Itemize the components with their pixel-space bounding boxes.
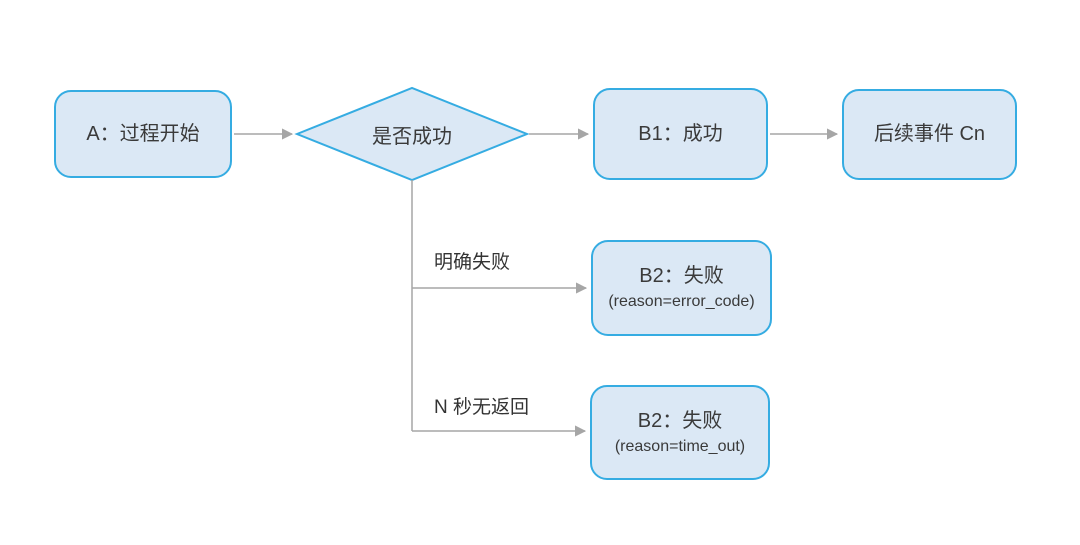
edge-label-timeout: N 秒无返回 [434, 397, 530, 418]
edge-label-explicit-failure: 明确失败 [434, 252, 511, 273]
node-b1-success-label: B1：成功 [638, 122, 723, 145]
node-followup-event: 后续事件 Cn [842, 89, 1017, 180]
node-process-start: A：过程开始 [54, 90, 232, 178]
node-b2-error-reason: (reason=error_code) [608, 293, 755, 310]
decision-diamond-shape [294, 86, 530, 182]
node-b2-error-label: B2：失败 [639, 265, 724, 287]
node-decision-label: 是否成功 [372, 125, 452, 148]
node-b2-timeout-reason: (reason=time_out) [614, 437, 746, 455]
node-b2-error: B2：失败 (reason=error_code) [591, 240, 772, 336]
node-b2-timeout-label: B2：失败 [637, 409, 723, 432]
node-process-start-label: A：过程开始 [86, 122, 200, 145]
node-followup-event-label: 后续事件 Cn [873, 123, 986, 145]
node-b1-success: B1：成功 [593, 88, 768, 180]
node-b2-timeout: B2：失败 (reason=time_out) [590, 385, 770, 480]
